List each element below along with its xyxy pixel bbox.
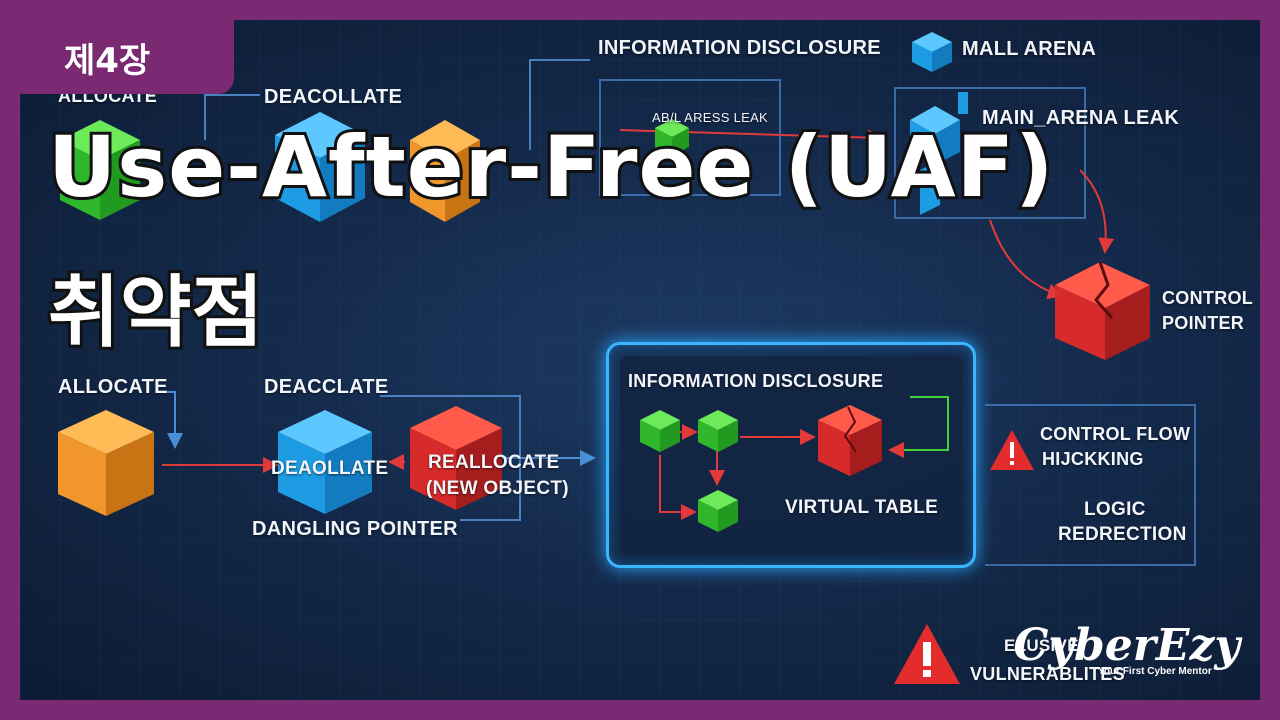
panel-cube-3 [698,490,738,532]
warning-icon-elusive [894,624,960,684]
label-vulnerabilities: VULNERABLITES [970,664,1125,684]
page-title-line1: Use-After-Free (UAF) [45,115,1056,219]
page-title-line2: 취약점 [45,265,266,361]
label-address-leak: AB/L ARESS LEAK [652,110,769,125]
cube-blue-dealloc [278,410,372,514]
cube-blue-top [275,112,365,222]
virtual-table-cube [818,405,882,476]
label-hijacking: HIJCKKING [1042,449,1144,469]
label-virtual-table: VIRTUAL TABLE [785,497,939,518]
label-logic: LOGIC [1084,499,1146,520]
cube-orange-top [410,120,480,222]
panel-cube-1 [640,410,680,452]
label-control-pointer: CONTROL POINTER [1162,288,1253,333]
brand-tagline: Your First Cyber Mentor [1098,666,1212,677]
label-elusive: ELUSIVE [1004,636,1079,655]
warning-icon-flow [990,430,1034,470]
cube-red-broken [1055,261,1150,360]
cube-orange-allocate [58,410,154,516]
label-reallocate: REALLOCATE [428,452,560,473]
label-main-arena-leak: MAIN_ARENA LEAK [982,107,1180,129]
label-control-flow: CONTROL FLOW [1040,424,1191,444]
label-deallocate-cube: DEAOLLATE [271,458,389,479]
label-info-disclosure-top: INFORMATION DISCLOSURE [598,37,881,59]
mall-arena-icon [912,32,952,72]
panel-cube-2 [698,410,738,452]
cube-green-small [655,119,689,156]
chapter-tag: 제4장 [20,20,234,94]
label-deallocate-top: DEACOLLATE [264,86,403,108]
brand-logo: CyberEzy [1013,620,1240,671]
label-dangling-pointer: DANGLING POINTER [252,518,458,540]
bottom-connectors [160,391,1196,566]
cube-green-top [60,120,140,220]
info-disclosure-panel-inner [620,356,962,554]
label-allocate-bottom: ALLOCATE [58,376,168,398]
label-deallocate-bottom: DEACCLATE [264,376,389,398]
top-connectors [204,59,1115,300]
label-redirection: REDRECTION [1058,524,1187,545]
label-mall-arena: MALL ARENA [962,38,1097,60]
label-info-disclosure-panel: INFORMATION DISCLOSURE [628,371,884,391]
cube-blue-arena [910,92,968,215]
cube-red-realloc [410,406,502,510]
label-new-object: (NEW OBJECT) [426,478,569,499]
